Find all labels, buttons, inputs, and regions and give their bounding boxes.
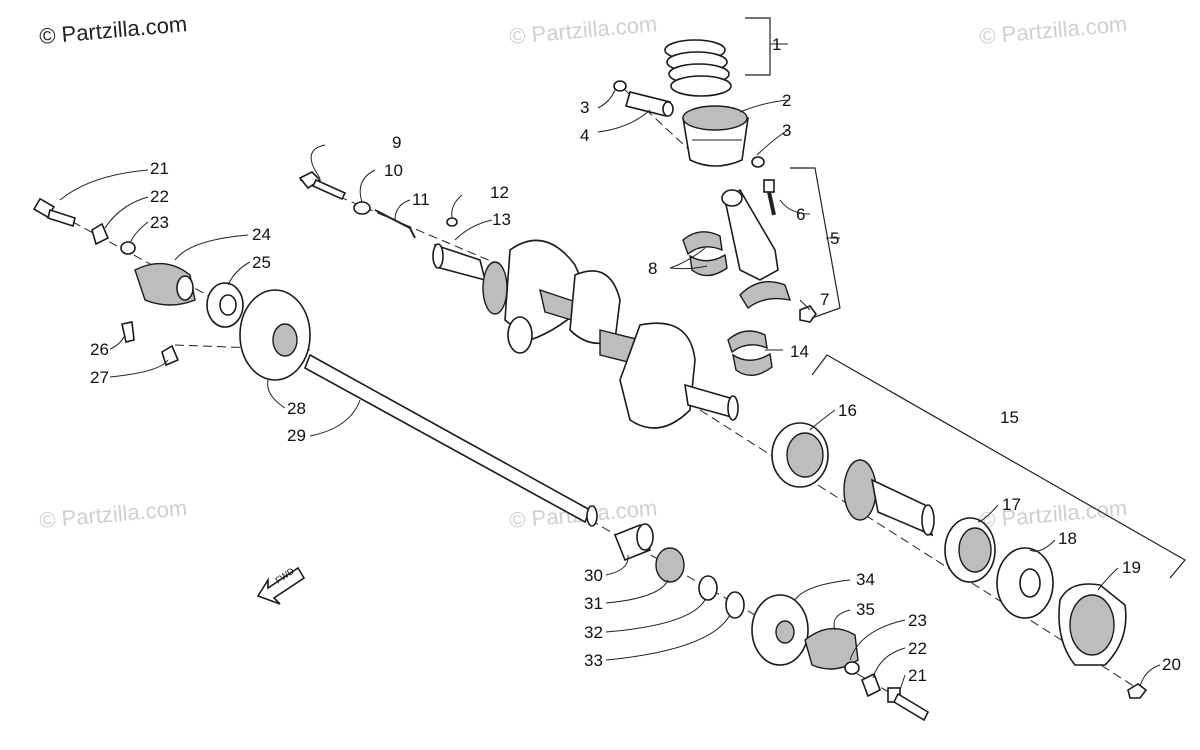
seal-17 [944, 517, 996, 583]
callout-30: 30 [584, 566, 603, 585]
washer-10 [353, 201, 371, 215]
weight-35 [804, 627, 859, 670]
callout-23: 23 [908, 611, 927, 630]
connecting-rod [721, 188, 792, 310]
callout-3: 3 [782, 121, 791, 140]
watermark-main: © Partzilla.com [38, 11, 188, 49]
piston [682, 105, 749, 167]
callout-14: 14 [790, 342, 809, 361]
callout-8: 8 [648, 259, 657, 278]
bracket-1 [745, 17, 771, 76]
weight-24 [134, 262, 196, 306]
fwd-arrow-icon: FWD [256, 565, 306, 605]
bushing-30 [613, 523, 654, 562]
callout-15: 15 [1000, 408, 1019, 427]
callout-21: 21 [908, 666, 927, 685]
gear-34 [751, 594, 809, 666]
key-11 [374, 209, 416, 239]
callout-29: 29 [287, 426, 306, 445]
callout-7: 7 [820, 290, 829, 309]
rod-bearing [682, 231, 728, 277]
callout-12: 12 [490, 183, 509, 202]
callout-2: 2 [782, 91, 791, 110]
circlip-32 [698, 575, 718, 601]
callout-28: 28 [287, 399, 306, 418]
rod-bolt [763, 179, 776, 216]
callout-33: 33 [584, 651, 603, 670]
housing-19 [1058, 583, 1127, 666]
lock-22-right [860, 672, 882, 698]
bracket-15 [811, 354, 1186, 579]
callout-9: 9 [392, 133, 401, 152]
balance-shaft-29 [304, 353, 598, 527]
pin-12 [446, 217, 458, 227]
callout-27: 27 [90, 368, 109, 387]
callout-34: 34 [856, 570, 875, 589]
watermark: © Partzilla.com [508, 11, 658, 49]
callout-16: 16 [838, 401, 857, 420]
callout-20: 20 [1162, 655, 1181, 674]
lock-22-left [91, 222, 110, 246]
callout-5: 5 [830, 229, 839, 248]
callout-1: 1 [772, 35, 781, 54]
main-bearing [727, 330, 773, 376]
washer-23-right [844, 661, 860, 675]
gear-28 [239, 289, 311, 381]
watermark: © Partzilla.com [38, 495, 188, 533]
callout-21: 21 [150, 159, 169, 178]
washer-33 [725, 591, 745, 619]
callout-10: 10 [384, 161, 403, 180]
circlip [751, 156, 765, 168]
callout-24: 24 [252, 225, 271, 244]
callout-17: 17 [1002, 495, 1021, 514]
bearing-25 [206, 282, 244, 328]
leader-lines [59, 43, 1161, 691]
callout-6: 6 [796, 205, 805, 224]
callout-32: 32 [584, 623, 603, 642]
bearing-31 [655, 547, 685, 583]
callout-25: 25 [252, 253, 271, 272]
bearing-18 [996, 547, 1054, 619]
bolt-21-right [887, 687, 930, 722]
callout-18: 18 [1058, 529, 1077, 548]
callout-26: 26 [90, 340, 109, 359]
callout-23: 23 [150, 213, 169, 232]
callout-13: 13 [492, 210, 511, 229]
piston-pin [625, 91, 674, 117]
callout-3: 3 [580, 98, 589, 117]
gear-15 [843, 459, 935, 537]
callout-22: 22 [150, 187, 169, 206]
bolt-20 [1127, 683, 1148, 699]
callout-31: 31 [584, 594, 603, 613]
callout-22: 22 [908, 639, 927, 658]
callout-19: 19 [1122, 558, 1141, 577]
clip-27 [161, 344, 180, 367]
bolt-21-left [32, 197, 76, 228]
washer-23-left [120, 241, 136, 255]
seal-16 [771, 422, 829, 488]
callout-35: 35 [856, 600, 875, 619]
screw-26 [121, 321, 135, 343]
watermark: © Partzilla.com [978, 11, 1128, 49]
callout-4: 4 [580, 126, 589, 145]
piston-rings [664, 39, 732, 97]
circlip [613, 80, 627, 92]
crankshaft [432, 239, 739, 429]
callout-11: 11 [412, 190, 430, 209]
bolt-9 [298, 171, 347, 201]
